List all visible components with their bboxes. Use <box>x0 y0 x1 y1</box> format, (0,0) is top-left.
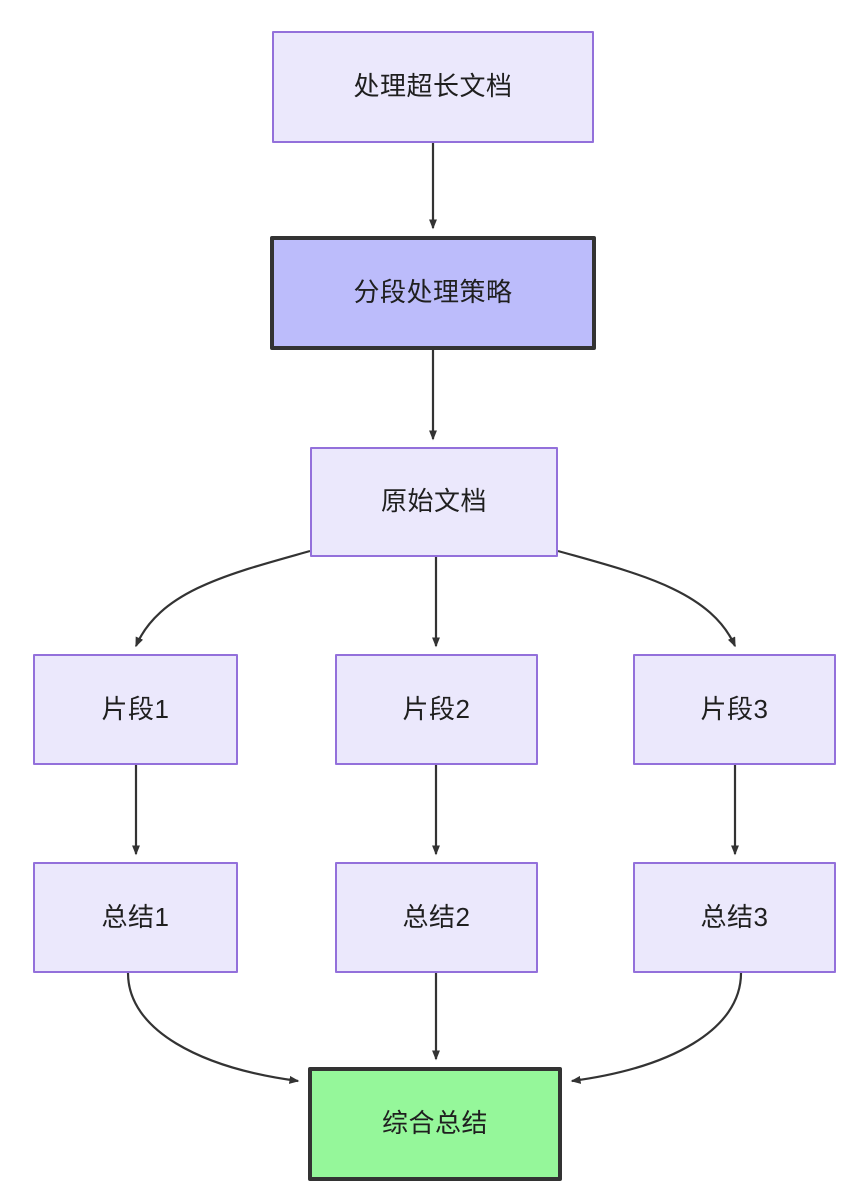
node-fragment-3[interactable]: 片段3 <box>633 654 836 765</box>
node-comprehensive-summary[interactable]: 综合总结 <box>308 1067 562 1181</box>
node-summary-1[interactable]: 总结1 <box>33 862 238 973</box>
edge-n3-n4 <box>134 549 311 648</box>
edge-n9-n10 <box>570 972 743 1084</box>
node-label: 分段处理策略 <box>353 277 513 308</box>
node-fragment-1[interactable]: 片段1 <box>33 654 238 765</box>
node-label: 片段2 <box>402 693 471 724</box>
node-label: 总结1 <box>101 901 170 932</box>
node-process-long-document[interactable]: 处理超长文档 <box>272 31 594 143</box>
node-fragment-2[interactable]: 片段2 <box>335 654 538 765</box>
node-label: 总结2 <box>402 901 471 932</box>
edge-n3-n6 <box>557 549 737 648</box>
node-label: 总结3 <box>700 901 769 932</box>
node-summary-2[interactable]: 总结2 <box>335 862 538 973</box>
node-label: 综合总结 <box>381 1108 488 1139</box>
node-original-document[interactable]: 原始文档 <box>310 447 558 557</box>
node-summary-3[interactable]: 总结3 <box>633 862 836 973</box>
node-label: 片段1 <box>101 693 170 724</box>
node-label: 片段3 <box>700 693 769 724</box>
edge-n7-n10 <box>126 972 300 1084</box>
node-chunking-strategy[interactable]: 分段处理策略 <box>270 236 596 350</box>
node-label: 原始文档 <box>380 486 487 517</box>
node-label: 处理超长文档 <box>353 71 513 102</box>
